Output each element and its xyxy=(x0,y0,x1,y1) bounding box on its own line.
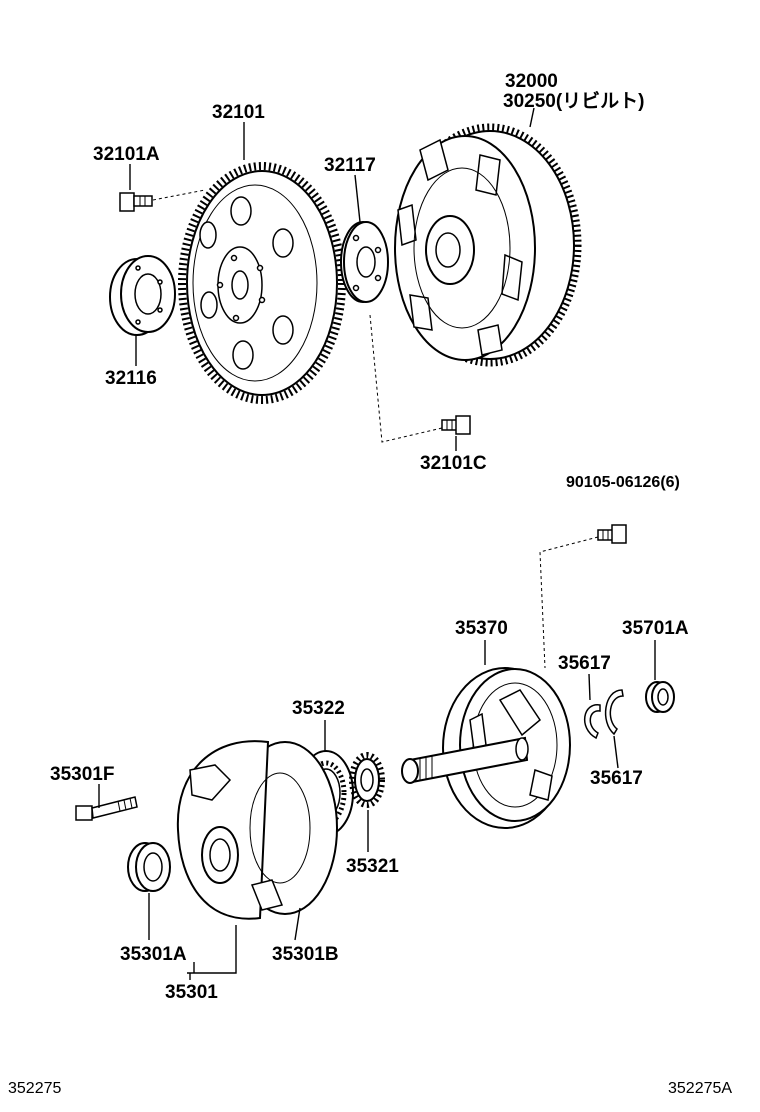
label-32101A: 32101A xyxy=(93,144,160,165)
leader-32101A xyxy=(152,189,206,201)
label-35617-bottom: 35617 xyxy=(590,768,643,789)
torque-converter-32000[interactable] xyxy=(394,123,582,367)
label-32116: 32116 xyxy=(105,368,157,389)
footer-ref-left: 352275 xyxy=(8,1080,61,1097)
label-35701A: 35701A xyxy=(622,618,689,639)
pump-body-35301[interactable] xyxy=(176,740,338,920)
label-35301A: 35301A xyxy=(120,944,187,965)
bolt-32101C[interactable] xyxy=(441,415,471,435)
label-32101: 32101 xyxy=(212,102,265,123)
bolt-35301F[interactable] xyxy=(75,796,138,821)
seal-ring-35617-a[interactable] xyxy=(583,704,601,740)
drive-gear-35321[interactable] xyxy=(349,752,385,808)
drive-plate-32101[interactable] xyxy=(178,162,346,404)
leader-90105 xyxy=(539,536,599,669)
label-32101C: 32101C xyxy=(420,453,487,474)
plate-32117[interactable] xyxy=(340,221,389,303)
footer-ref-right: 352275A xyxy=(668,1080,732,1097)
label-90105-06126: 90105-06126(6) xyxy=(566,474,680,491)
label-35301: 35301 xyxy=(165,982,218,1003)
label-35301F: 35301F xyxy=(50,764,114,785)
label-35617-top: 35617 xyxy=(558,653,611,674)
oil-seal-35701A[interactable] xyxy=(645,681,675,713)
leader-32101C xyxy=(369,314,443,443)
bolt-90105-06126[interactable] xyxy=(597,524,627,544)
spacer-32116[interactable] xyxy=(109,255,176,336)
label-32000: 32000 xyxy=(505,71,558,92)
leader-lines xyxy=(98,107,656,980)
label-35370: 35370 xyxy=(455,618,508,639)
label-30250: 30250(リビルト) xyxy=(503,90,645,112)
seal-ring-35617-b[interactable] xyxy=(604,689,624,736)
bolt-32101A[interactable] xyxy=(119,192,153,212)
label-32117: 32117 xyxy=(324,155,376,176)
oil-seal-35301A[interactable] xyxy=(127,842,171,892)
label-35301B: 35301B xyxy=(272,944,339,965)
stator-support-35370[interactable] xyxy=(401,667,571,829)
label-35321: 35321 xyxy=(346,856,399,877)
label-35322: 35322 xyxy=(292,698,345,719)
